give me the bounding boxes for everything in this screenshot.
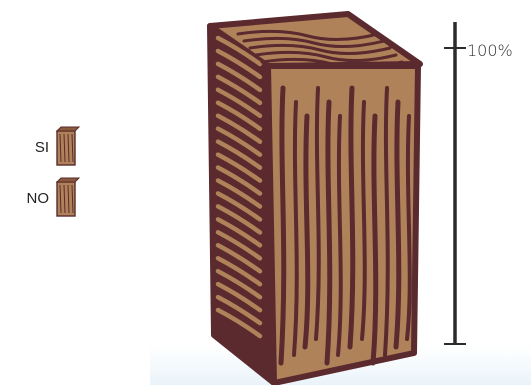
block-side-grain bbox=[215, 217, 263, 248]
swatch-grain bbox=[63, 133, 66, 163]
block-top-grain bbox=[254, 50, 398, 63]
block-side-grain bbox=[215, 178, 263, 209]
block-top-grain bbox=[260, 57, 404, 70]
block-side-grain bbox=[215, 255, 263, 287]
swatch-grain bbox=[71, 184, 74, 214]
block-side-grain bbox=[215, 113, 263, 144]
legend-item-si: SI bbox=[35, 126, 81, 166]
block-front-grain bbox=[405, 114, 412, 341]
block-front-grain bbox=[360, 100, 367, 341]
y-tick-label-100: 100% bbox=[467, 41, 513, 60]
legend-swatch-no-wood-icon bbox=[55, 177, 81, 217]
swatch-grain bbox=[63, 184, 66, 214]
block-front-grain bbox=[292, 100, 299, 357]
legend-item-no: NO bbox=[27, 177, 81, 217]
swatch-grain bbox=[59, 184, 62, 214]
block-front-grain bbox=[370, 113, 379, 366]
legend: SI NO bbox=[27, 126, 81, 217]
block-front-grain bbox=[383, 86, 390, 357]
legend-label-si: SI bbox=[35, 139, 49, 156]
block-front-grain bbox=[393, 99, 402, 350]
block-side-grain bbox=[215, 87, 263, 119]
block-front-grain bbox=[347, 85, 356, 350]
swatch-top bbox=[55, 177, 81, 183]
block-top-grain bbox=[236, 29, 380, 42]
block-side-grain bbox=[215, 268, 263, 300]
block-side-grain bbox=[215, 152, 263, 183]
block-side-grain bbox=[215, 191, 263, 222]
block-front-grain bbox=[336, 114, 343, 357]
swatch-grain bbox=[67, 184, 70, 214]
block-front-grain bbox=[302, 113, 311, 350]
y-axis: 100% bbox=[444, 22, 513, 345]
swatch-grain bbox=[59, 133, 62, 163]
swatch-grain bbox=[71, 133, 74, 163]
block-side-grain bbox=[215, 100, 263, 132]
block-side-grain bbox=[215, 61, 263, 93]
block-side-grain bbox=[215, 294, 263, 326]
block-top-grain bbox=[248, 43, 392, 56]
block-side-grain bbox=[215, 204, 263, 235]
block-side-grain bbox=[215, 243, 263, 274]
block-side-grain bbox=[215, 281, 263, 313]
block-side-grain bbox=[215, 230, 263, 261]
block-front-grain bbox=[314, 86, 321, 341]
block-side-grain bbox=[215, 74, 263, 106]
block-top-grain bbox=[242, 36, 386, 49]
block-side-grain bbox=[215, 165, 263, 196]
bar-si-wood-block bbox=[207, 11, 423, 385]
swatch-top bbox=[55, 126, 81, 132]
block-side-grain bbox=[215, 35, 263, 67]
block-side-grain bbox=[215, 126, 263, 157]
block-side-grain bbox=[215, 307, 263, 339]
legend-swatch-si-wood-icon bbox=[55, 126, 81, 166]
block-side-grain bbox=[215, 139, 263, 170]
block-front-grain bbox=[324, 99, 333, 366]
swatch-grain bbox=[67, 133, 70, 163]
block-side-grain bbox=[215, 48, 263, 80]
block-front-grain bbox=[278, 85, 287, 366]
legend-label-no: NO bbox=[27, 190, 50, 207]
